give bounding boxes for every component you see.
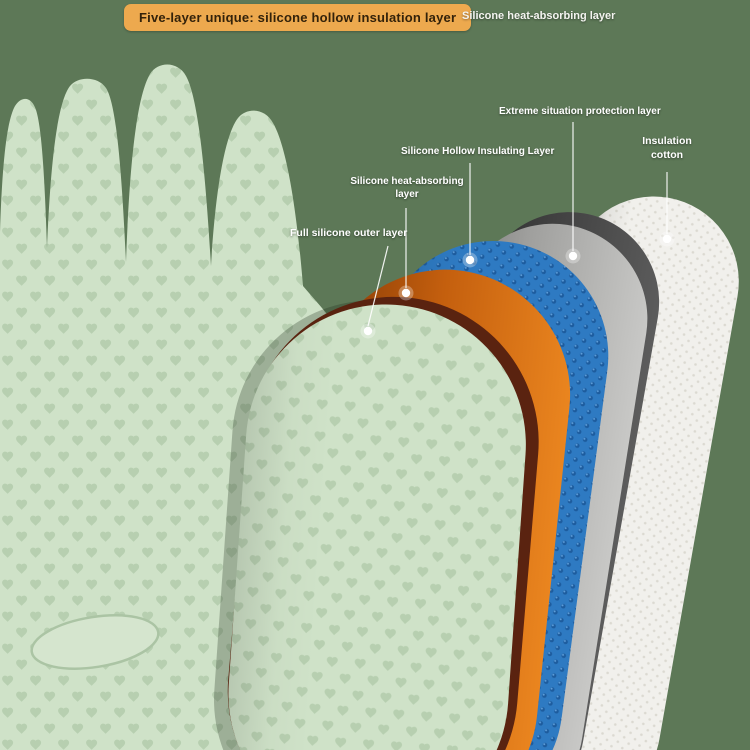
layer-outer-silicone [228, 304, 526, 750]
title-banner: Five-layer unique: silicone hollow insul… [124, 4, 472, 31]
callout-outer-silicone: Full silicone outer layer [290, 227, 408, 239]
callout-markers [360, 122, 675, 339]
glove-palm-oval [30, 614, 160, 670]
callout-heat-absorbing: Silicone heat-absorbing layer [350, 176, 464, 200]
callout-hollow-insulating: Silicone Hollow Insulating Layer [401, 146, 555, 157]
leader-line-outer-silicone [367, 245, 389, 327]
top-right-label: Silicone heat-absorbing layer [462, 10, 616, 22]
callout-insulation-cotton: Insulation cotton [642, 135, 692, 161]
layer-stack [227, 196, 739, 750]
callout-extreme-protection: Extreme situation protection layer [499, 106, 661, 117]
